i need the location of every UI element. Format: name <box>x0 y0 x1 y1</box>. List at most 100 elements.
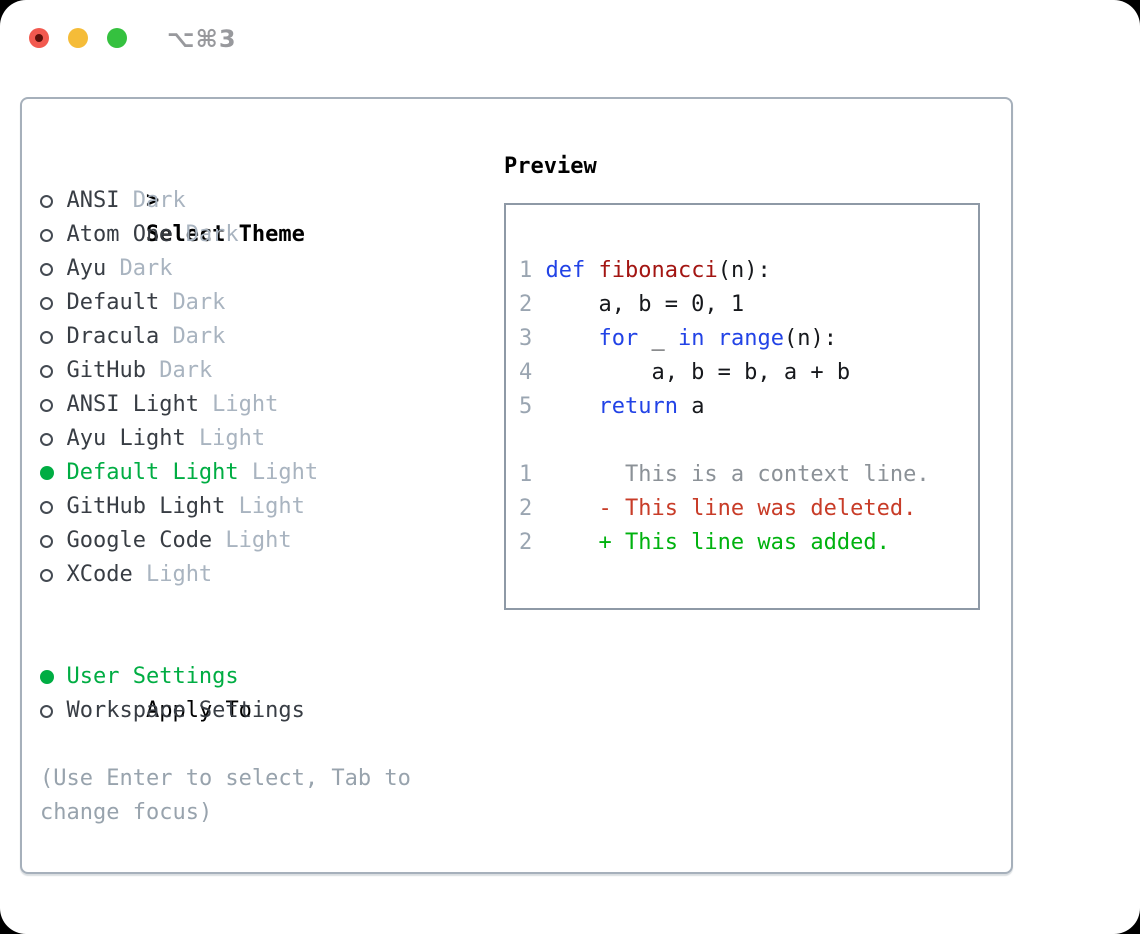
theme-option-dracula[interactable]: Dracula Dark <box>40 320 470 354</box>
radio-icon <box>40 535 53 548</box>
apply-option-name: User Settings <box>66 664 239 689</box>
marker-column <box>40 456 66 490</box>
code-token: This is a context line. <box>545 462 930 487</box>
marker-column <box>40 524 66 558</box>
keyboard-hint: (Use Enter to select, Tab to change focu… <box>40 766 411 825</box>
theme-variant-tag: Light <box>198 426 266 451</box>
line-number: 4 <box>519 360 533 385</box>
theme-variant-tag: Light <box>225 528 292 553</box>
code-token <box>545 326 598 351</box>
minimize-button[interactable] <box>68 28 88 48</box>
line-number: 1 <box>519 258 533 283</box>
apply-to-header: Apply To <box>40 626 470 723</box>
theme-variant-tag: Light <box>251 460 319 485</box>
code-line: 4 a, b = b, a + b <box>519 356 978 390</box>
theme-name: GitHub Light <box>66 494 226 519</box>
code-line-blank <box>519 424 978 458</box>
apply-option-user-settings[interactable]: User Settings <box>40 660 470 694</box>
theme-name: Dracula <box>66 324 160 349</box>
marker-column <box>40 388 66 422</box>
marker-column <box>40 184 66 218</box>
apply-option-workspace-settings[interactable]: Workspace Settings <box>40 694 470 728</box>
marker-column <box>40 354 66 388</box>
marker-column <box>40 490 66 524</box>
theme-name: Atom One <box>66 222 173 247</box>
cursor-indicator: > <box>145 188 160 213</box>
traffic-lights <box>29 28 127 48</box>
code-line: 2 - This line was deleted. <box>519 492 978 526</box>
theme-option-ayu-light[interactable]: Ayu Light Light <box>40 422 470 456</box>
radio-icon <box>40 705 53 718</box>
radio-selected-icon <box>40 670 54 684</box>
marker-column <box>40 218 66 252</box>
theme-option-default-light[interactable]: Default Light Light <box>40 456 470 490</box>
code-token: a, b = 0, 1 <box>545 292 745 317</box>
marker-column <box>40 558 66 592</box>
theme-name: Ayu Light <box>66 426 186 451</box>
apply-to-title: Apply To <box>145 698 252 723</box>
titlebar: ⌥⌘3 <box>0 0 1140 76</box>
theme-name: Ayu <box>66 256 107 281</box>
spacer <box>40 592 470 626</box>
radio-icon <box>40 501 53 514</box>
line-number: 2 <box>519 292 533 317</box>
theme-option-ayu[interactable]: Ayu Dark <box>40 252 470 286</box>
theme-variant-tag: Dark <box>185 222 239 247</box>
theme-name: ANSI Light <box>66 392 199 417</box>
code-token: def <box>545 258 586 283</box>
theme-name: Google Code <box>66 528 213 553</box>
theme-name: Default Light <box>66 460 239 485</box>
maximize-button[interactable] <box>107 28 127 48</box>
theme-variant-tag: Dark <box>172 324 226 349</box>
line-number: 5 <box>519 394 533 419</box>
marker-column <box>40 660 66 694</box>
marker-column <box>40 286 66 320</box>
close-dot-icon <box>35 34 43 42</box>
radio-selected-icon <box>40 466 54 480</box>
theme-option-google-code[interactable]: Google Code Light <box>40 524 470 558</box>
theme-option-atom-one[interactable]: Atom One Dark <box>40 218 470 252</box>
code-token: a, b = b, a + b <box>545 360 851 385</box>
code-token: (n): <box>717 258 771 283</box>
code-token: for <box>598 326 639 351</box>
theme-variant-tag: Dark <box>119 256 173 281</box>
line-number: 2 <box>519 496 533 521</box>
close-button[interactable] <box>29 28 49 48</box>
code-token: _ <box>638 326 678 351</box>
code-line: 5 return a <box>519 390 978 424</box>
radio-icon <box>40 297 53 310</box>
code-line: 2 + This line was added. <box>519 526 978 560</box>
code-token <box>585 258 598 283</box>
radio-icon <box>40 399 53 412</box>
code-token: range <box>717 326 784 351</box>
radio-icon <box>40 569 53 582</box>
code-line: 1 This is a context line. <box>519 458 978 492</box>
line-number: 2 <box>519 530 533 555</box>
line-number: 3 <box>519 326 533 351</box>
code-token: return <box>598 394 678 419</box>
code-token: in <box>677 326 705 351</box>
radio-icon <box>40 433 53 446</box>
radio-icon <box>40 263 53 276</box>
radio-icon <box>40 365 53 378</box>
line-number: 1 <box>519 462 533 487</box>
theme-name: GitHub <box>66 358 146 383</box>
select-theme-header: > Select Theme <box>40 150 470 247</box>
code-token <box>545 394 598 419</box>
apply-option-name: Workspace Settings <box>66 698 305 723</box>
radio-icon <box>40 331 53 344</box>
